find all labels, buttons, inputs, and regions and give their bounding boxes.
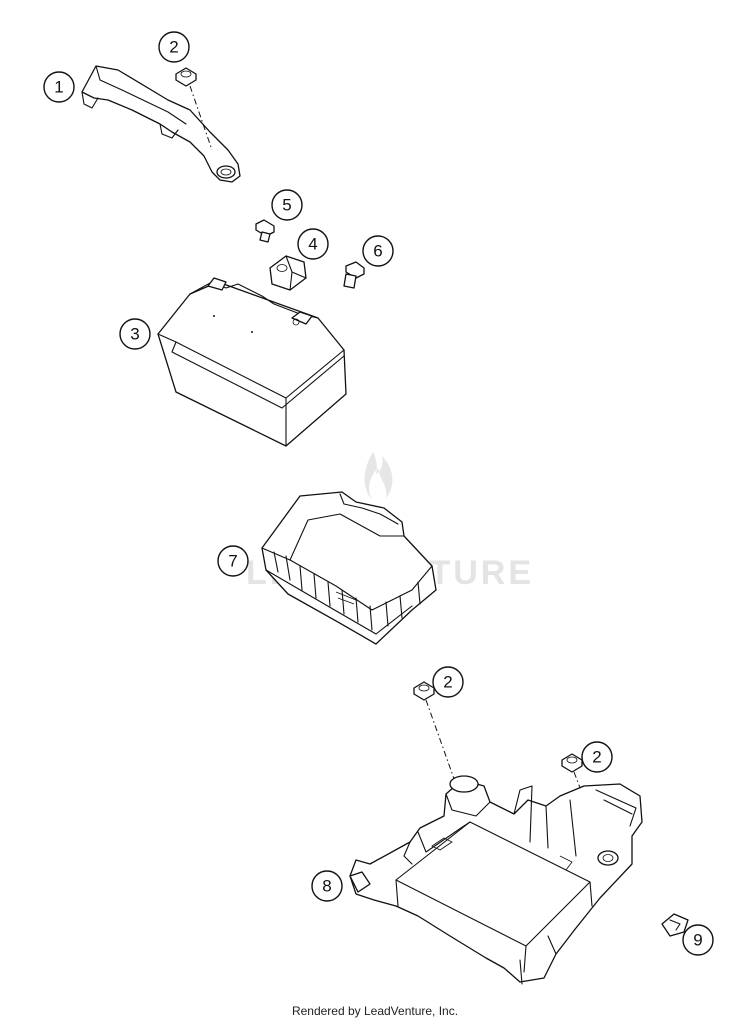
callout-2-right-label: 2 xyxy=(592,748,601,767)
part-1-bracket xyxy=(81,65,241,183)
part-2-bolt-middle xyxy=(413,681,459,791)
part-5-bolt xyxy=(255,219,275,243)
callout-4: 4 xyxy=(297,228,329,260)
callout-2-middle-label: 2 xyxy=(443,673,452,692)
callout-3: 3 xyxy=(119,318,151,350)
part-8-holder xyxy=(349,775,643,985)
callout-6: 6 xyxy=(362,235,394,267)
part-2-bolt-top xyxy=(175,67,213,151)
callout-8: 8 xyxy=(311,870,343,902)
callout-7: 7 xyxy=(217,545,249,577)
callout-4-label: 4 xyxy=(308,235,317,254)
callout-3-label: 3 xyxy=(130,325,139,344)
part-6-bolt xyxy=(343,261,365,289)
callout-5-label: 5 xyxy=(282,196,291,215)
callout-1: 1 xyxy=(43,71,75,103)
callout-2-top: 2 xyxy=(158,31,190,63)
footer-credit: Rendered by LeadVenture, Inc. xyxy=(291,1004,459,1018)
part-9-clip xyxy=(661,913,689,937)
callout-8-label: 8 xyxy=(322,877,331,896)
callout-2-middle: 2 xyxy=(432,666,464,698)
callout-2-right: 2 xyxy=(581,741,613,773)
part-3-battery xyxy=(157,277,347,447)
callout-7-label: 7 xyxy=(228,552,237,571)
callout-9: 9 xyxy=(682,924,714,956)
callout-9-label: 9 xyxy=(693,931,702,950)
part-7-tray xyxy=(261,491,437,645)
callout-6-label: 6 xyxy=(373,242,382,261)
part-4-terminal xyxy=(269,255,307,291)
callout-5: 5 xyxy=(271,189,303,221)
callout-2-top-label: 2 xyxy=(169,38,178,57)
callout-1-label: 1 xyxy=(54,78,63,97)
